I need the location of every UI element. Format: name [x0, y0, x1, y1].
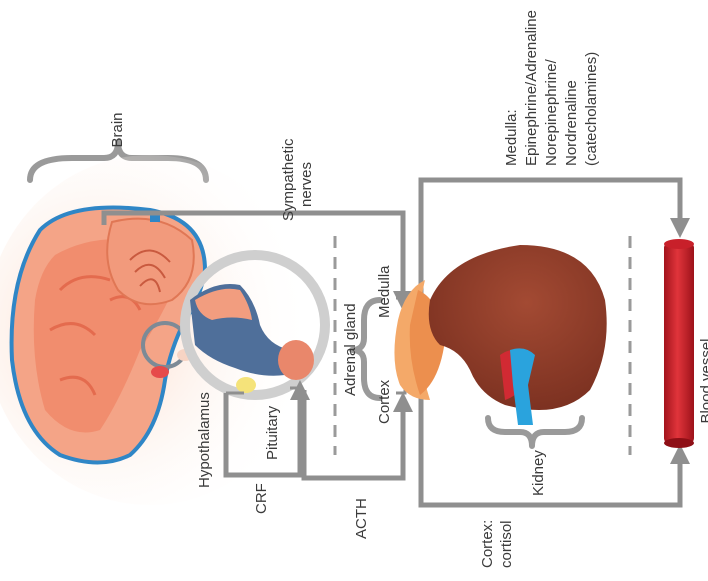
sympathetic-label: Sympathetic: [280, 138, 297, 221]
cortex-label: Cortex: [376, 379, 393, 424]
acth-label: ACTH: [353, 498, 370, 539]
blood-vessel: [664, 239, 694, 448]
blood-vessel-label: Blood vessel: [698, 338, 708, 423]
medulla-hormone-3: Nordrenaline: [563, 80, 580, 166]
nerves-label: nerves: [298, 162, 315, 207]
pituitary-label: Pituitary: [264, 405, 281, 460]
hypothalamus-label: Hypothalamus: [196, 392, 213, 488]
kidney-illustration: [394, 245, 606, 425]
medulla-hormone-2: Norepinephrine/: [543, 58, 560, 166]
medulla-label: Medulla: [376, 265, 393, 318]
kidney-label: Kidney: [530, 450, 547, 496]
medulla-heading-label: Medulla:: [503, 109, 520, 166]
adrenal-gland-label: Adrenal gland: [342, 303, 359, 396]
cortisol-label: cortisol: [498, 520, 515, 568]
crf-label: CRF: [253, 483, 270, 514]
kidney-brace: [488, 418, 582, 446]
brain-label: Brain: [109, 112, 126, 147]
cortex-output-label: Cortex:: [479, 520, 496, 568]
medulla-hormone-4: (catecholamines): [583, 52, 600, 166]
cortex-output-pathway: [421, 396, 680, 505]
medulla-hormone-1: Epinephrine/Adrenaline: [523, 10, 540, 166]
